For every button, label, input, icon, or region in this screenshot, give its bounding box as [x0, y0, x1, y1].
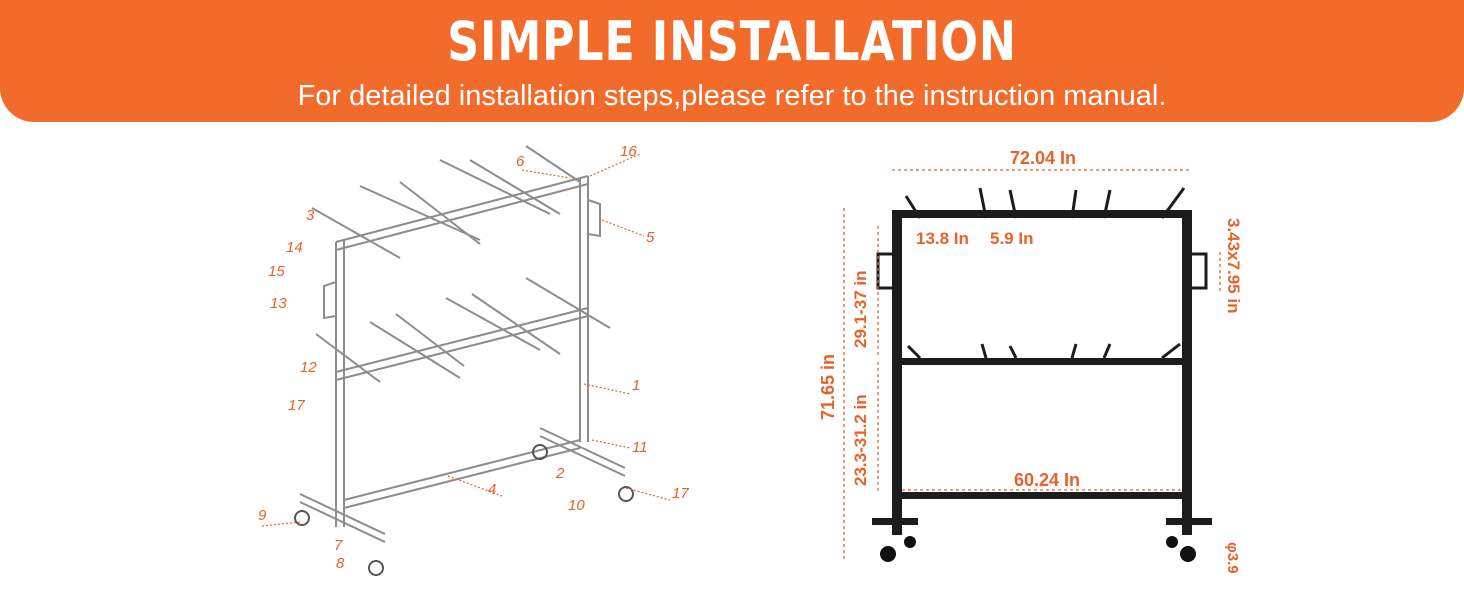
- part-number: 14: [286, 239, 303, 256]
- caster-wheels-sketch: [294, 444, 634, 576]
- exploded-view-diagram: 16 6 5 3 14 15 13 12 1 17 11 2 4 17 10 9…: [258, 143, 689, 576]
- part-number: 1: [632, 377, 640, 394]
- part-number: 9: [258, 507, 267, 524]
- part-number: 17: [672, 485, 689, 502]
- header-banner: SIMPLE INSTALLATION For detailed install…: [0, 0, 1464, 122]
- rack-frame-sketch: [299, 145, 626, 543]
- hook-spacing-a-label: 13.8 In: [916, 229, 969, 248]
- part-number: 7: [334, 537, 343, 554]
- part-number: 16: [620, 143, 637, 160]
- lower-tier-height-label: 23.3-31.2 in: [851, 394, 870, 486]
- part-number: 8: [336, 555, 345, 572]
- hooks: [876, 187, 1208, 360]
- page-subtitle: For detailed installation steps,please r…: [297, 80, 1167, 112]
- inner-width-label: 60.24 In: [1014, 470, 1080, 490]
- part-number-labels: 16 6 5 3 14 15 13 12 1 17 11 2 4 17 10 9…: [258, 143, 689, 572]
- total-width-label: 72.04 In: [1010, 148, 1076, 168]
- part-number: 12: [300, 359, 317, 376]
- page-title: SIMPLE INSTALLATION: [447, 10, 1017, 73]
- dimension-lines: [843, 169, 1221, 562]
- hook-spacing-b-label: 5.9 In: [990, 229, 1033, 248]
- part-number: 10: [568, 497, 585, 514]
- part-number: 2: [555, 465, 565, 482]
- total-height-label: 71.65 in: [818, 354, 838, 420]
- rack-frame: [872, 210, 1212, 535]
- dimension-view-diagram: 72.04 In 60.24 In 13.8 In 5.9 In 71.65 i…: [818, 148, 1243, 574]
- caster-wheels: [880, 536, 1196, 562]
- leader-lines: [261, 153, 671, 527]
- wheel-size-label: φ3.9: [1224, 542, 1241, 574]
- part-number: 6: [516, 153, 525, 170]
- part-number: 11: [632, 439, 648, 456]
- part-number: 3: [306, 207, 315, 224]
- part-number: 15: [268, 263, 285, 280]
- upper-tier-height-label: 29.1-37 in: [851, 271, 870, 349]
- part-number: 17: [288, 397, 305, 414]
- part-number: 4: [488, 481, 496, 498]
- dimension-labels: 72.04 In 60.24 In 13.8 In 5.9 In 71.65 i…: [818, 148, 1243, 574]
- part-number: 5: [646, 229, 655, 246]
- part-number: 13: [270, 295, 287, 312]
- handle-size-label: 3.43x7.95 in: [1224, 218, 1243, 313]
